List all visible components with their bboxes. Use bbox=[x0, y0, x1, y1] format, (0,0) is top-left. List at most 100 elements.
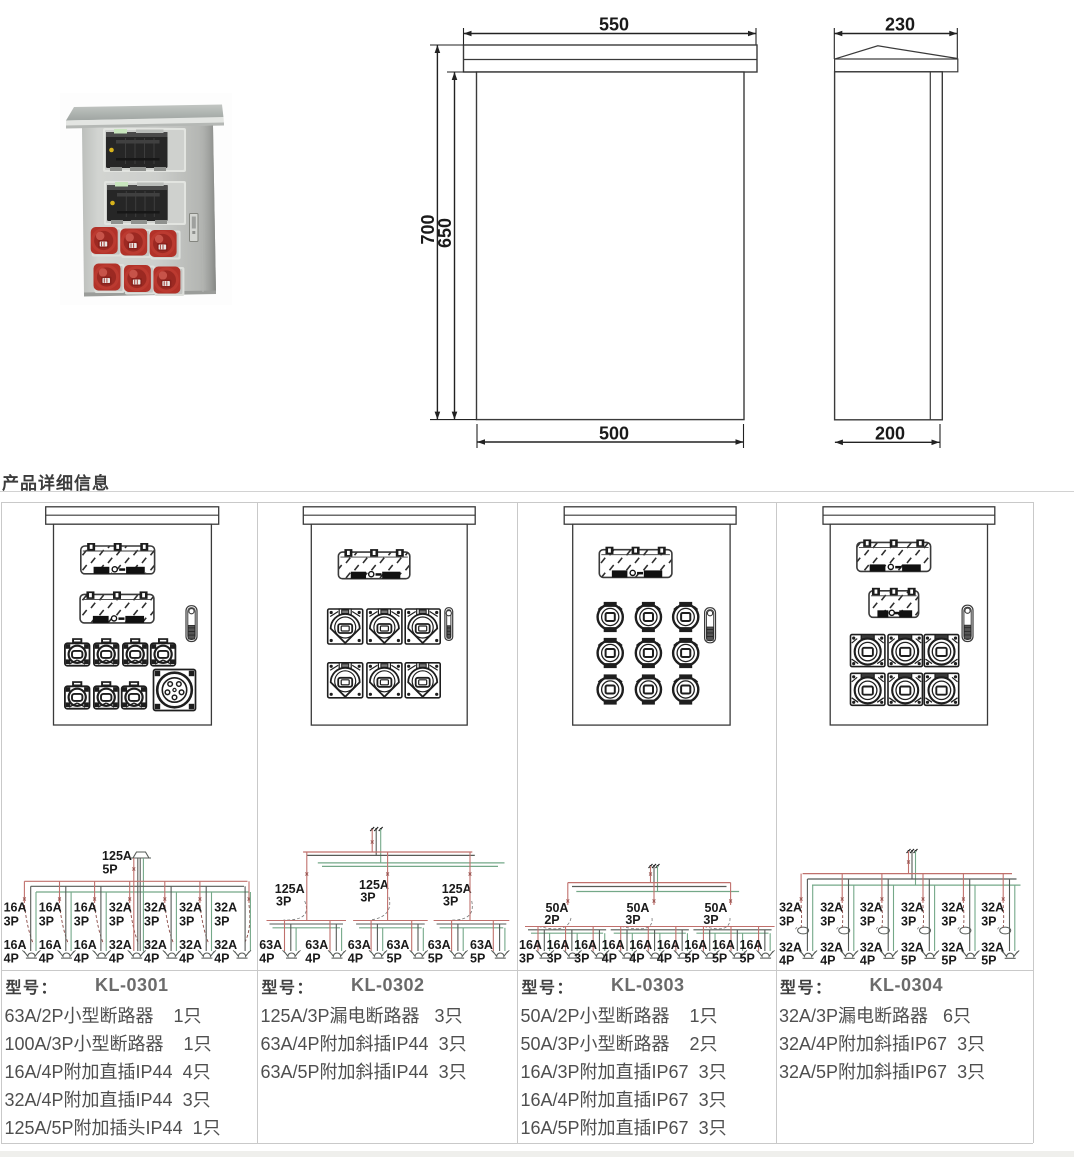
svg-text:32A: 32A bbox=[144, 901, 167, 915]
svg-text:4P: 4P bbox=[214, 952, 229, 966]
svg-text:4P: 4P bbox=[179, 952, 194, 966]
svg-text:63A: 63A bbox=[259, 938, 282, 952]
svg-text:5P: 5P bbox=[470, 952, 485, 966]
svg-text:5P: 5P bbox=[901, 954, 916, 968]
svg-text:16A: 16A bbox=[74, 938, 97, 952]
svg-text:4P: 4P bbox=[860, 954, 875, 968]
svg-text:3P: 3P bbox=[443, 895, 458, 909]
svg-text:3P: 3P bbox=[74, 915, 89, 929]
svg-text:4P: 4P bbox=[4, 952, 19, 966]
svg-text:32A: 32A bbox=[779, 941, 802, 955]
svg-text:4P: 4P bbox=[779, 954, 794, 968]
svg-text:5P: 5P bbox=[428, 952, 443, 966]
svg-text:4P: 4P bbox=[39, 952, 54, 966]
svg-text:32A: 32A bbox=[941, 941, 964, 955]
svg-text:16A: 16A bbox=[519, 938, 542, 952]
svg-text:16A: 16A bbox=[4, 901, 27, 915]
svg-text:5P: 5P bbox=[981, 954, 996, 968]
svg-text:230: 230 bbox=[885, 15, 915, 35]
svg-text:16A: 16A bbox=[39, 938, 62, 952]
svg-text:16A: 16A bbox=[657, 938, 680, 952]
svg-text:63A: 63A bbox=[305, 938, 328, 952]
svg-text:32A: 32A bbox=[109, 901, 132, 915]
svg-text:4P: 4P bbox=[259, 952, 274, 966]
svg-text:32A: 32A bbox=[109, 938, 132, 952]
svg-text:3P: 3P bbox=[574, 952, 589, 966]
svg-text:3P: 3P bbox=[820, 915, 835, 929]
svg-text:3P: 3P bbox=[144, 915, 159, 929]
svg-text:4P: 4P bbox=[109, 952, 124, 966]
svg-text:16A: 16A bbox=[602, 938, 625, 952]
svg-text:125A: 125A bbox=[442, 882, 472, 896]
svg-text:4P: 4P bbox=[657, 952, 672, 966]
svg-text:16A: 16A bbox=[712, 938, 735, 952]
svg-text:125A: 125A bbox=[359, 878, 389, 892]
svg-text:3P: 3P bbox=[981, 915, 996, 929]
svg-text:32A: 32A bbox=[144, 938, 167, 952]
svg-text:63A: 63A bbox=[348, 938, 371, 952]
svg-text:32A: 32A bbox=[860, 941, 883, 955]
svg-text:3P: 3P bbox=[179, 915, 194, 929]
svg-text:3P: 3P bbox=[860, 915, 875, 929]
svg-text:16A: 16A bbox=[629, 938, 652, 952]
svg-text:200: 200 bbox=[875, 424, 905, 444]
svg-text:16A: 16A bbox=[684, 938, 707, 952]
svg-text:3P: 3P bbox=[779, 915, 794, 929]
svg-text:4P: 4P bbox=[305, 952, 320, 966]
svg-text:550: 550 bbox=[599, 15, 629, 35]
svg-text:3P: 3P bbox=[703, 913, 718, 927]
svg-text:5P: 5P bbox=[941, 954, 956, 968]
svg-text:4P: 4P bbox=[144, 952, 159, 966]
svg-text:4P: 4P bbox=[820, 954, 835, 968]
svg-text:500: 500 bbox=[599, 424, 629, 444]
svg-text:16A: 16A bbox=[740, 938, 763, 952]
svg-text:5P: 5P bbox=[387, 952, 402, 966]
svg-text:32A: 32A bbox=[179, 901, 202, 915]
svg-text:32A: 32A bbox=[981, 941, 1004, 955]
svg-text:32A: 32A bbox=[981, 901, 1004, 915]
svg-text:650: 650 bbox=[435, 218, 455, 248]
svg-text:4P: 4P bbox=[602, 952, 617, 966]
svg-text:125A: 125A bbox=[275, 882, 305, 896]
svg-text:50A: 50A bbox=[546, 901, 569, 915]
svg-text:50A: 50A bbox=[705, 901, 728, 915]
svg-text:50A: 50A bbox=[627, 901, 650, 915]
svg-text:32A: 32A bbox=[214, 938, 237, 952]
svg-text:5P: 5P bbox=[740, 952, 755, 966]
svg-text:32A: 32A bbox=[860, 901, 883, 915]
svg-text:5P: 5P bbox=[684, 952, 699, 966]
svg-text:3P: 3P bbox=[941, 915, 956, 929]
svg-text:3P: 3P bbox=[109, 915, 124, 929]
svg-text:3P: 3P bbox=[360, 891, 375, 905]
svg-text:32A: 32A bbox=[820, 941, 843, 955]
svg-text:63A: 63A bbox=[428, 938, 451, 952]
svg-text:3P: 3P bbox=[214, 915, 229, 929]
svg-text:4P: 4P bbox=[74, 952, 89, 966]
svg-text:3P: 3P bbox=[519, 952, 534, 966]
svg-text:3P: 3P bbox=[4, 915, 19, 929]
svg-text:700: 700 bbox=[418, 214, 438, 244]
svg-text:5P: 5P bbox=[712, 952, 727, 966]
svg-text:2P: 2P bbox=[544, 913, 559, 927]
svg-text:63A: 63A bbox=[387, 938, 410, 952]
svg-text:32A: 32A bbox=[901, 941, 924, 955]
svg-text:3P: 3P bbox=[901, 915, 916, 929]
svg-text:16A: 16A bbox=[547, 938, 570, 952]
svg-text:16A: 16A bbox=[574, 938, 597, 952]
svg-text:32A: 32A bbox=[179, 938, 202, 952]
svg-text:3P: 3P bbox=[276, 895, 291, 909]
svg-text:32A: 32A bbox=[214, 901, 237, 915]
svg-text:3P: 3P bbox=[547, 952, 562, 966]
svg-text:5P: 5P bbox=[102, 863, 117, 877]
svg-text:63A: 63A bbox=[470, 938, 493, 952]
svg-text:32A: 32A bbox=[820, 901, 843, 915]
svg-text:32A: 32A bbox=[779, 901, 802, 915]
svg-text:3P: 3P bbox=[625, 913, 640, 927]
svg-text:32A: 32A bbox=[901, 901, 924, 915]
svg-text:3P: 3P bbox=[39, 915, 54, 929]
svg-text:16A: 16A bbox=[39, 901, 62, 915]
svg-text:4P: 4P bbox=[348, 952, 363, 966]
svg-text:125A: 125A bbox=[102, 849, 132, 863]
svg-text:16A: 16A bbox=[4, 938, 27, 952]
svg-text:32A: 32A bbox=[941, 901, 964, 915]
